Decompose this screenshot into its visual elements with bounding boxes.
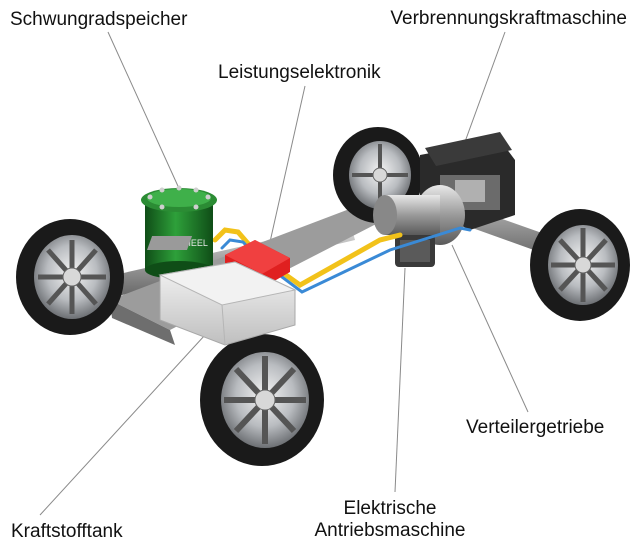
wheel-rear-left [16, 219, 124, 335]
wheel-front-right [530, 209, 630, 321]
fuel-tank [158, 261, 297, 346]
leader-line-schwungradspeicher [107, 31, 183, 196]
label-elektrische-line-1: Elektrische [343, 498, 437, 519]
leader-lines [39, 31, 529, 516]
leader-line-elektrische-antriebsmaschine [394, 267, 406, 493]
label-elektrische-antriebsmaschine: Elektrische Antriebsmaschine [305, 498, 475, 542]
label-kraftstofftank: Kraftstofftank [11, 521, 123, 542]
label-schwungradspeicher: Schwungradspeicher [10, 9, 188, 30]
leader-line-leistungselektronik [269, 85, 306, 243]
label-leistungselektronik: Leistungselektronik [218, 62, 381, 83]
label-verbrennungskraftmaschine: Verbrennungskraftmaschine [390, 8, 627, 29]
electric-motor [395, 235, 435, 267]
leader-line-verbrennungskraftmaschine [461, 31, 506, 151]
leader-line-kraftstofftank [39, 334, 206, 516]
label-verteilergetriebe: Verteilergetriebe [466, 417, 605, 438]
flywheel-storage: FLYWHEEL [141, 185, 217, 279]
leader-line-verteilergetriebe [451, 244, 529, 413]
label-elektrische-line-2: Antriebsmaschine [314, 520, 466, 541]
wheel-rear-right [200, 334, 324, 466]
